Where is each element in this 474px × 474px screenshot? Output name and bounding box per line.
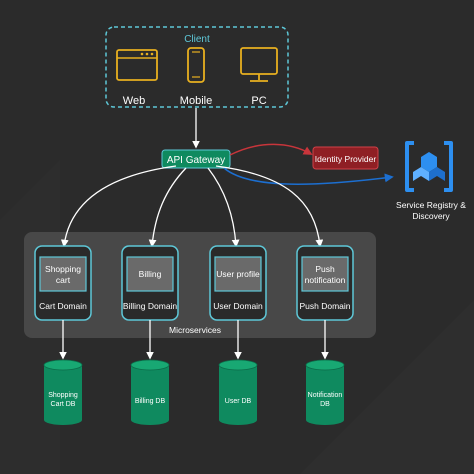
api-gateway-label: API Gateway (167, 155, 225, 166)
billing-db-top (130, 359, 170, 371)
cart-service-label-line1: Shopping (45, 264, 81, 274)
registry-label-line1: Service Registry & (396, 200, 466, 210)
user-db-top (218, 359, 258, 371)
cart-db-top (43, 359, 83, 371)
registry-label-line2: Discovery (412, 211, 450, 221)
push-db-top (305, 359, 345, 371)
user-db-body (219, 365, 257, 425)
billing-domain-label: Billing Domain (123, 301, 178, 311)
microservices-label: Microservices (169, 325, 221, 335)
cart-domain-label: Cart Domain (39, 301, 87, 311)
gateway-to-billing-arrow (148, 167, 187, 248)
user-database-icon[interactable]: User DB (218, 359, 258, 425)
user-domain-label: User Domain (213, 301, 263, 311)
push-service-box (301, 256, 349, 292)
cart-db-label-line2: Cart DB (51, 401, 76, 408)
pc-label: PC (251, 95, 266, 107)
push-service-label-line2: notification (305, 275, 346, 285)
push-db-label-line2: DB (320, 401, 330, 408)
microservices-panel (24, 232, 376, 338)
cart-db-body (44, 365, 82, 425)
service-registry-icon (405, 141, 453, 192)
mobile-label: Mobile (180, 95, 212, 107)
gateway-to-user-arrow (207, 167, 240, 248)
cart-db-label-line1: Shopping (48, 392, 78, 399)
user-service-box (214, 256, 262, 292)
billing-service-label: Billing (139, 269, 162, 279)
client-group: Client Web Mobile PC (105, 26, 289, 108)
user-db-label: User DB (225, 398, 252, 405)
gateway-fanout-arrows (60, 165, 324, 248)
identity-provider-label: Identity Provider (315, 154, 377, 164)
billing-service-box (126, 256, 174, 292)
billing-database-icon[interactable]: Billing DB (130, 359, 170, 425)
user-service-label: User profile (216, 269, 260, 279)
billing-db-body (131, 365, 169, 425)
gateway-to-identity-arrow (229, 143, 313, 156)
push-db-label-line1: Notification (308, 392, 343, 399)
client-title: Client (184, 34, 210, 45)
gateway-to-push-arrow (215, 165, 324, 248)
web-label: Web (123, 95, 145, 107)
gateway-to-registry-arrow (223, 167, 394, 185)
desktop-monitor-icon (240, 47, 278, 82)
client-boundary (105, 26, 289, 108)
push-domain-label: Push Domain (299, 301, 350, 311)
identity-provider[interactable]: Identity Provider (312, 146, 379, 170)
cart-service-label-line2: cart (56, 275, 71, 285)
push-db-body (306, 365, 344, 425)
browser-window-icon (116, 49, 158, 81)
mobile-phone-icon (187, 47, 205, 83)
api-gateway[interactable]: API Gateway (161, 149, 231, 169)
gateway-to-cart-arrow (60, 165, 177, 248)
cart-service-box (39, 256, 87, 292)
push-service-label-line1: Push (315, 264, 335, 274)
billing-db-label: Billing DB (135, 398, 166, 405)
